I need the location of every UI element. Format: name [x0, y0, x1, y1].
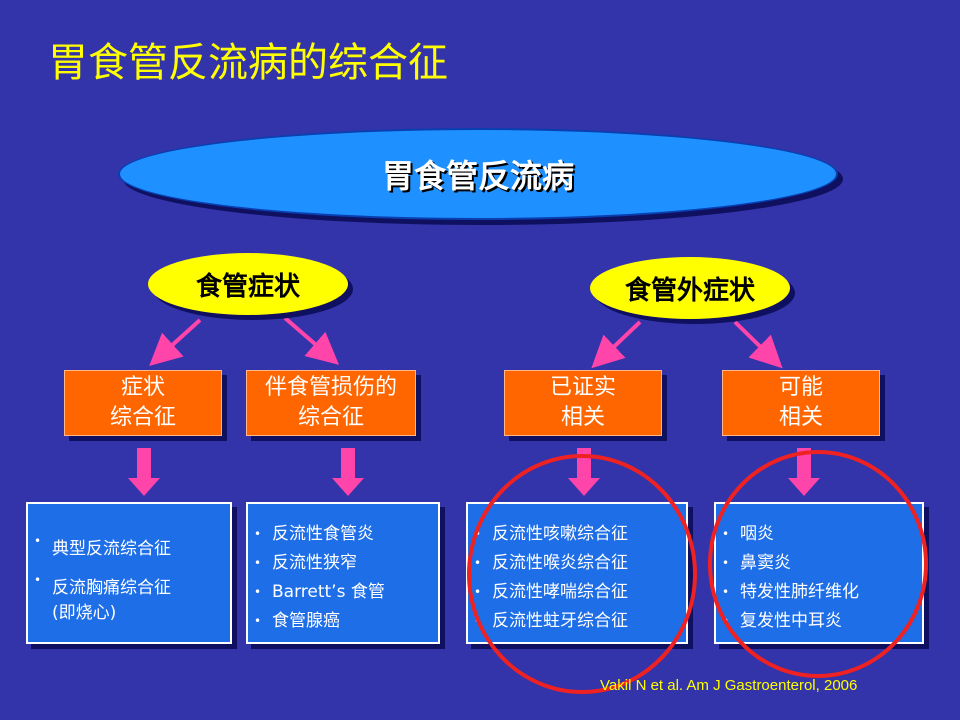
- list-item: 反流性狭窄: [248, 549, 438, 578]
- box-label-line2: 综合征: [109, 405, 176, 430]
- box-label-line1: 可能: [778, 375, 823, 400]
- arrow-left-to-box1: [149, 318, 202, 367]
- list-item: 反流性哮喘综合征: [468, 578, 686, 607]
- list-item-continuation: (即烧心): [52, 603, 117, 623]
- list-item: 典型反流综合征: [28, 534, 230, 559]
- extraesophageal-symptoms-ellipse: 食管外症状: [590, 257, 790, 319]
- box-established-association: 已证实 相关: [504, 370, 662, 436]
- box-symptom-syndrome: 症状 综合征: [64, 370, 222, 436]
- down-arrow-3: [568, 448, 600, 496]
- list-item: 咽炎: [716, 520, 922, 549]
- main-disease-label: 胃食管反流病: [381, 157, 574, 195]
- box-label-line2: 相关: [560, 405, 605, 430]
- box-label-line1: 已证实: [549, 375, 616, 400]
- box-label-line2: 综合征: [297, 405, 364, 430]
- box-injury-syndrome: 伴食管损伤的 综合征: [246, 370, 416, 436]
- citation: Vakil N et al. Am J Gastroenterol, 2006: [600, 677, 858, 694]
- esophageal-symptoms-ellipse: 食管症状: [148, 253, 348, 315]
- list-item: 食管腺癌: [248, 607, 438, 636]
- arrow-right-to-box4: [733, 320, 783, 369]
- esophageal-symptoms-label: 食管症状: [195, 271, 300, 302]
- down-arrow-4: [788, 448, 820, 496]
- box-proposed-association: 可能 相关: [722, 370, 880, 436]
- arrow-left-to-box2: [283, 316, 340, 365]
- list-box-established-syndromes: 反流性咳嗽综合征 反流性喉炎综合征 反流性哮喘综合征 反流性蛀牙综合征: [466, 502, 688, 644]
- down-arrow-2: [332, 448, 364, 496]
- box-label-line1: 伴食管损伤的: [264, 375, 397, 400]
- slide-title: 胃食管反流病的综合征: [48, 40, 448, 86]
- list-item: 反流性咳嗽综合征: [468, 520, 686, 549]
- arrow-right-to-box3: [591, 320, 642, 369]
- list-item: Barrett’s 食管: [248, 578, 438, 607]
- list-item: 反流性食管炎: [248, 520, 438, 549]
- list-box-symptom-syndromes: 典型反流综合征 反流胸痛综合征 (即烧心): [26, 502, 232, 644]
- list-box-injury-syndromes: 反流性食管炎 反流性狭窄 Barrett’s 食管 食管腺癌: [246, 502, 440, 644]
- down-arrow-1: [128, 448, 160, 496]
- list-item: 特发性肺纤维化: [716, 578, 922, 607]
- list-item: 鼻窦炎: [716, 549, 922, 578]
- list-box-proposed-syndromes: 咽炎 鼻窦炎 特发性肺纤维化 复发性中耳炎: [714, 502, 924, 644]
- main-disease-ellipse: 胃食管反流病: [118, 128, 838, 220]
- box-label-line1: 症状: [120, 375, 165, 400]
- list-item: 反流性喉炎综合征: [468, 549, 686, 578]
- list-item: 复发性中耳炎: [716, 607, 922, 636]
- box-label-line2: 相关: [778, 405, 823, 430]
- extraesophageal-symptoms-label: 食管外症状: [624, 275, 755, 306]
- list-item: 反流性蛀牙综合征: [468, 607, 686, 636]
- list-item: 反流胸痛综合征: [28, 573, 230, 598]
